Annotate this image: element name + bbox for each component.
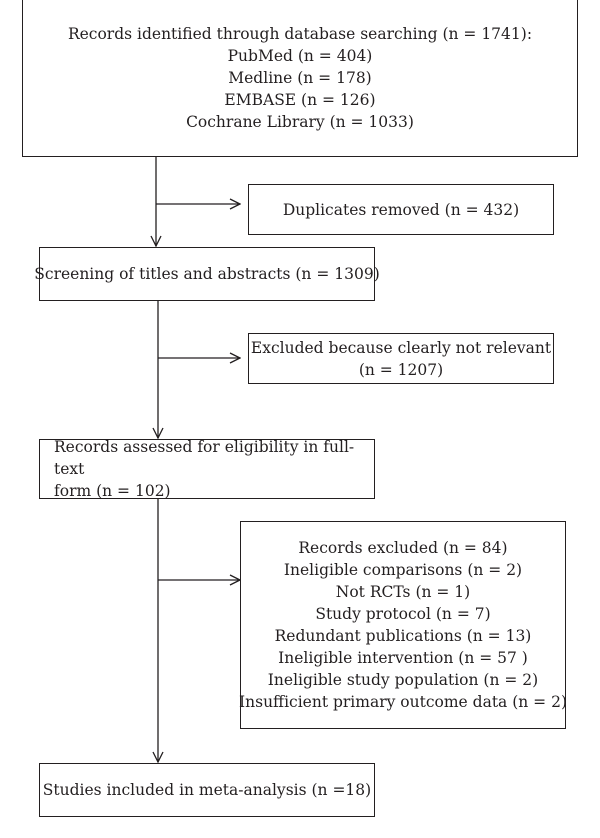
eligibility-text-line-2: form (n = 102) — [54, 482, 171, 500]
excluded-not-relevant-text: Excluded because clearly not relevant — [250, 338, 552, 357]
studies-included-box: Studies included in meta-analysis (n =18… — [39, 763, 375, 817]
embase-count: EMBASE (n = 126) — [224, 90, 376, 109]
eligibility-text-line-1: Records assessed for eligibility in full… — [54, 438, 355, 478]
ineligible-intervention: Ineligible intervention (n = 57 ) — [278, 649, 528, 667]
screening-text: Screening of titles and abstracts (n = 1… — [34, 265, 380, 283]
redundant-publications: Redundant publications (n = 13) — [274, 627, 532, 645]
records-excluded-box: Records excluded (n = 84) Ineligible com… — [239, 521, 567, 729]
records-identified-box: Records identified through database sear… — [22, 0, 578, 157]
study-protocol: Study protocol (n = 7) — [315, 605, 491, 623]
not-rcts: Not RCTs (n = 1) — [335, 583, 471, 601]
excluded-not-relevant-count: (n = 1207) — [358, 360, 444, 379]
medline-count: Medline (n = 178) — [228, 68, 372, 87]
records-excluded-total: Records excluded (n = 84) — [298, 539, 508, 557]
studies-included-text: Studies included in meta-analysis (n =18… — [42, 781, 372, 799]
excluded-not-relevant-box: Excluded because clearly not relevant (n… — [248, 333, 554, 384]
ineligible-comparisons: Ineligible comparisons (n = 2) — [283, 561, 523, 579]
screening-box: Screening of titles and abstracts (n = 1… — [34, 247, 380, 301]
records-identified-title: Records identified through database sear… — [67, 24, 533, 43]
pubmed-count: PubMed (n = 404) — [227, 46, 373, 65]
eligibility-box: Records assessed for eligibility in full… — [39, 438, 375, 500]
insufficient-outcome-data: Insufficient primary outcome data (n = 2… — [239, 693, 567, 711]
duplicates-removed-text: Duplicates removed (n = 432) — [282, 200, 520, 219]
cochrane-count: Cochrane Library (n = 1033) — [186, 112, 414, 131]
ineligible-study-population: Ineligible study population (n = 2) — [267, 671, 539, 689]
duplicates-removed-box: Duplicates removed (n = 432) — [248, 184, 554, 235]
